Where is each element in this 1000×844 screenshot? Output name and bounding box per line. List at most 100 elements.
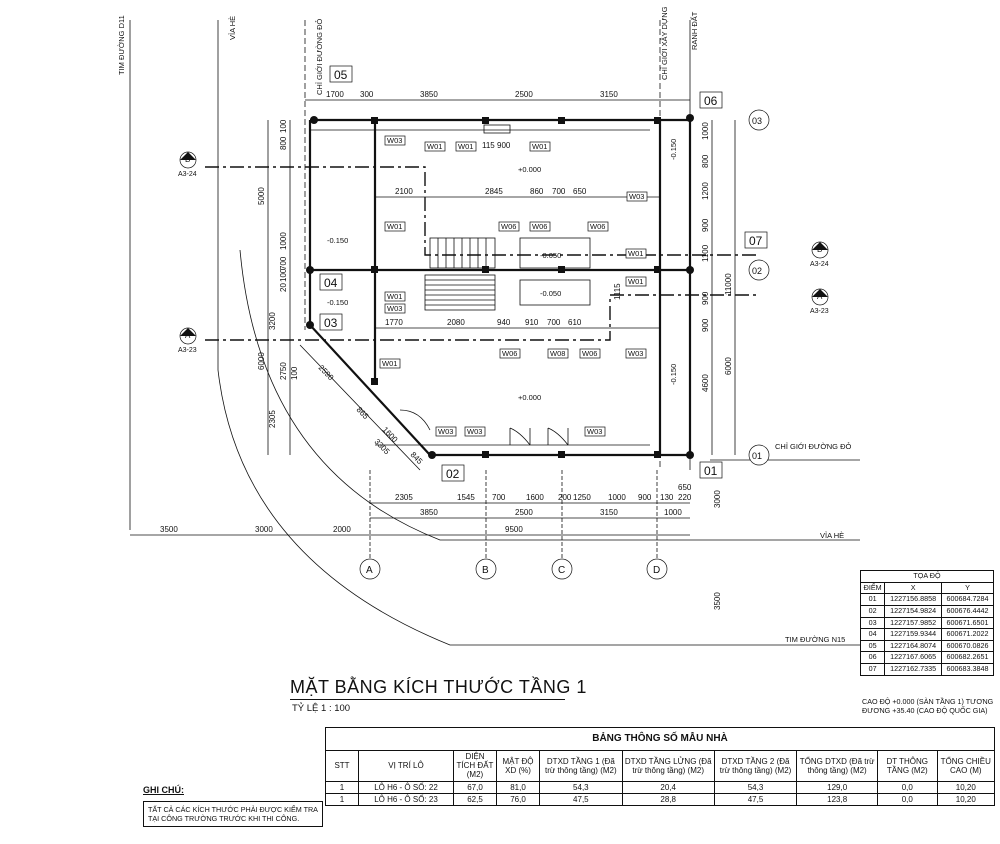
level-wc-2: -0.050 — [540, 289, 561, 298]
svg-text:C: C — [558, 565, 565, 576]
cell: 600670.0826 — [940, 639, 995, 653]
dim: 6000 — [257, 352, 266, 370]
cell: 76,0 — [496, 792, 540, 806]
dim: 3150 — [600, 90, 618, 99]
cell: 06 — [859, 651, 886, 665]
dim: 900 — [701, 218, 710, 232]
page-title: MẶT BẰNG KÍCH THƯỚC TẦNG 1 — [290, 677, 587, 697]
col-header: TỔNG DTXD (Đã trừ thông tầng) (M2) — [796, 750, 878, 782]
svg-text:W06: W06 — [501, 222, 516, 231]
svg-text:W01: W01 — [458, 142, 473, 151]
axis-03: 03 — [748, 109, 770, 131]
point-04: 04 — [306, 266, 343, 291]
dim: 115 — [482, 141, 495, 150]
wc-2 — [519, 279, 591, 306]
dim: 1115 — [613, 283, 622, 300]
level-lower: +0.000 — [518, 393, 541, 402]
svg-text:06: 06 — [704, 94, 718, 108]
table-row: 1 LÔ H6 - Ô SỐ: 22 67,0 81,0 54,3 20,4 5… — [325, 780, 996, 794]
cell: 600671.2022 — [940, 628, 995, 641]
dim: 1000 — [701, 122, 710, 140]
cell: 0,0 — [876, 780, 938, 794]
svg-text:B: B — [817, 245, 822, 254]
dim: 9500 — [505, 525, 523, 534]
dim: 700 — [492, 493, 506, 502]
dim: 1545 — [457, 493, 475, 502]
level-wc-1: -0.050 — [540, 251, 561, 260]
svg-text:W03: W03 — [387, 136, 402, 145]
level-right-1: -0.150 — [669, 139, 678, 160]
col-header: VỊ TRÍ LÔ — [358, 750, 454, 782]
dim: 6000 — [724, 357, 733, 375]
dim: 130 — [660, 493, 674, 502]
svg-text:07: 07 — [749, 234, 763, 248]
cell: 1227164.8074 — [884, 639, 942, 653]
dim: 100 — [290, 366, 299, 380]
col-header: DTXD TẦNG LỬNG (Đã trừ thông tầng) (M2) — [621, 750, 715, 782]
dim: 3305 — [373, 437, 392, 456]
point-05: 05 — [310, 65, 353, 124]
level-right-2: -0.150 — [669, 364, 678, 385]
cell: 1227159.9344 — [884, 628, 942, 641]
dim: 1250 — [573, 493, 591, 502]
svg-text:04: 04 — [324, 276, 338, 290]
cell: 47,5 — [713, 792, 798, 806]
dim: 910 — [525, 318, 539, 327]
cell: 1 — [325, 780, 359, 794]
dim: 1700 — [326, 90, 344, 99]
dim: 2305 — [395, 493, 413, 502]
corner-curb — [217, 369, 860, 646]
cell: 54,3 — [713, 780, 798, 794]
coord-header: X — [884, 581, 942, 595]
col-header: DIỆN TÍCH ĐẤT (M2) — [453, 750, 497, 782]
cell: 20,4 — [621, 780, 715, 794]
dim: 900 — [497, 141, 511, 150]
cell: 10,20 — [936, 780, 996, 794]
point-07: 07 — [686, 231, 768, 274]
svg-text:A3-24: A3-24 — [178, 171, 197, 178]
dim: 800 — [279, 136, 288, 150]
cell: 01 — [859, 593, 886, 606]
dim: 650 — [678, 483, 692, 492]
point-03: 03 — [306, 313, 343, 331]
svg-text:A3-23: A3-23 — [178, 347, 197, 354]
dim: 3850 — [420, 508, 438, 517]
dim: 20 — [279, 283, 288, 292]
dim: 2305 — [268, 410, 277, 428]
svg-text:W01: W01 — [628, 249, 643, 258]
svg-text:W06: W06 — [590, 222, 605, 231]
dim: 700 — [547, 318, 561, 327]
spec-caption: BẢNG THÔNG SỐ MẪU NHÀ — [325, 727, 995, 751]
axis-02: 02 — [748, 259, 770, 281]
svg-text:W01: W01 — [628, 277, 643, 286]
dim: 2100 — [395, 187, 413, 196]
axis-d: D — [646, 470, 668, 580]
cell: 1227154.9824 — [884, 604, 942, 618]
svg-text:W01: W01 — [427, 142, 442, 151]
dim: 4600 — [701, 374, 710, 392]
wc-1 — [519, 237, 591, 269]
opening-tags: W03 W01 W01 W01 W03 W01 W06 W06 W06 W01 … — [379, 135, 648, 437]
side-door — [399, 409, 431, 431]
cell: 600684.7284 — [940, 593, 995, 606]
cell: 600676.4442 — [940, 604, 995, 618]
notes-block: GHI CHÚ: TẤT CẢ CÁC KÍCH THƯỚC PHẢI ĐƯỢC… — [143, 785, 323, 827]
cell: 600682.2651 — [940, 651, 995, 665]
cell: 600683.3848 — [940, 663, 995, 676]
coord-header: ĐIỂM — [859, 581, 886, 595]
dim: 3500 — [713, 592, 722, 610]
svg-text:A: A — [817, 292, 823, 301]
cell: 600671.6501 — [940, 616, 995, 630]
coord-header: Y — [940, 581, 995, 595]
coord-heading: TỌA ĐỘ — [860, 570, 994, 583]
svg-text:W03: W03 — [587, 427, 602, 436]
dim: 900 — [701, 291, 710, 305]
section-b-line — [205, 166, 760, 256]
level-left-1: -0.150 — [327, 236, 348, 245]
